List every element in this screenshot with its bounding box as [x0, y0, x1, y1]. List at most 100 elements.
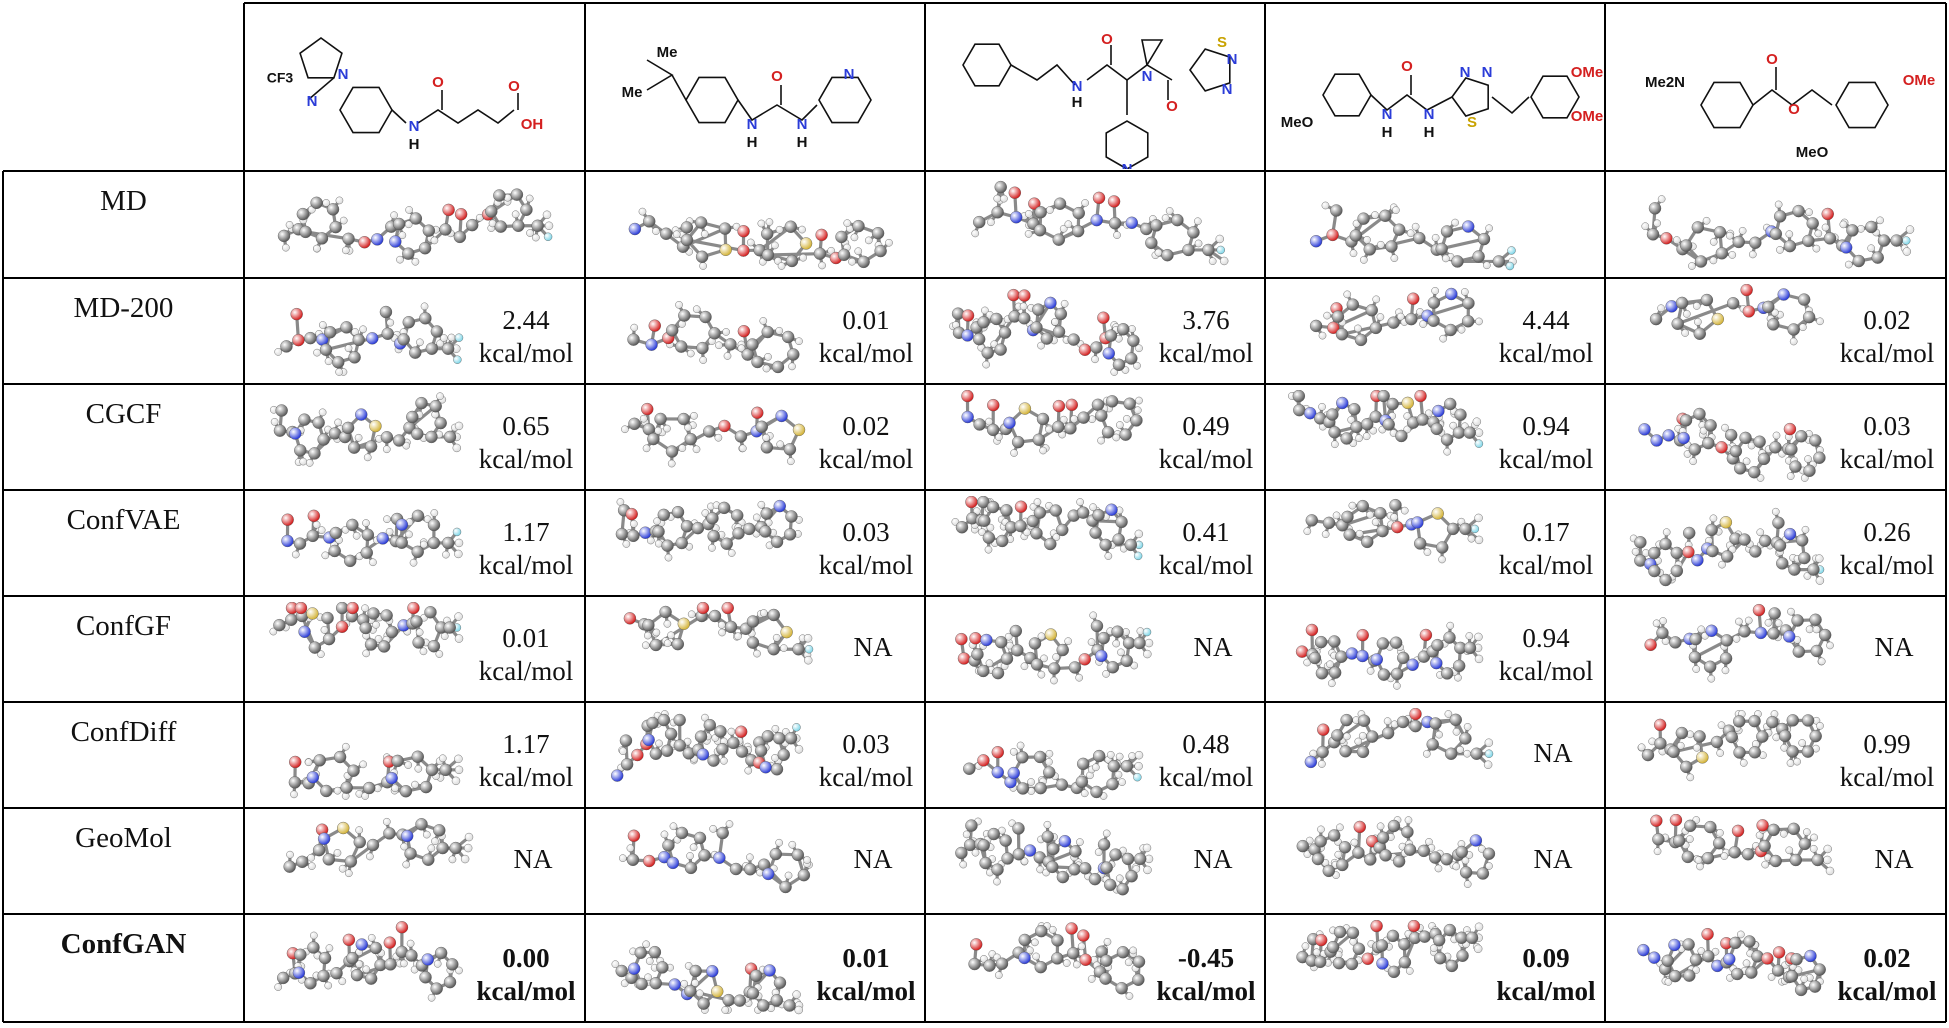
conformer-3d-render	[1637, 927, 1826, 997]
conformer-3d-render	[963, 741, 1144, 800]
atom-label-me1: Me	[657, 44, 678, 61]
energy-number: NA	[513, 844, 553, 874]
energy-number: NA	[1874, 632, 1914, 662]
energy-value: NA	[1513, 737, 1593, 770]
conformer-cell	[1265, 171, 1605, 278]
conformer-3d-render	[277, 188, 554, 266]
energy-unit: kcal/mol	[818, 338, 914, 368]
conformer-3d-render	[955, 611, 1154, 685]
atom-label-h1: H	[747, 134, 758, 151]
atom-label-n: N	[844, 66, 855, 83]
method-cell: CGCF	[3, 384, 244, 490]
atom-label-oh: OH	[521, 116, 544, 133]
conformer-3d-render	[1638, 407, 1826, 482]
energy-number: 0.01	[842, 305, 890, 335]
conformer-cell	[1605, 171, 1946, 278]
atom-label-nh: N	[1072, 78, 1083, 95]
energy-value: NA	[833, 631, 913, 664]
atom-label-n3: N	[1227, 51, 1238, 68]
energy-unit: kcal/mol	[478, 762, 574, 792]
method-label: MD	[100, 185, 147, 217]
conformer-3d-render	[615, 498, 803, 562]
energy-number: 0.03	[842, 517, 890, 547]
method-cell: MD	[3, 171, 244, 278]
energy-number: NA	[853, 844, 893, 874]
atom-label-n1: N	[1460, 64, 1471, 81]
energy-unit: kcal/mol	[1839, 444, 1935, 474]
method-label: ConfDiff	[70, 716, 177, 748]
atom-label-ome2: OMe	[1571, 108, 1603, 125]
energy-number: NA	[1193, 844, 1233, 874]
energy-number: 0.99	[1863, 729, 1911, 759]
conformer-3d-render	[1309, 287, 1483, 347]
energy-number: 2.44	[502, 305, 550, 335]
conformer-3d-render	[1649, 284, 1824, 346]
method-label: GeoMol	[75, 822, 172, 854]
atom-label-h: H	[409, 136, 420, 153]
conformer-cell: NA	[925, 808, 1265, 914]
energy-value: NA	[493, 843, 573, 876]
energy-unit: kcal/mol	[478, 656, 574, 686]
energy-number: 0.02	[1863, 943, 1911, 973]
conformer-3d-render	[288, 742, 464, 800]
conformer-3d-render	[621, 402, 806, 468]
atom-label-s: S	[1467, 114, 1477, 131]
energy-number: 0.01	[502, 623, 550, 653]
atom-label-me2: Me	[622, 84, 643, 101]
atom-label-nh2: N	[797, 116, 808, 133]
energy-number: 0.48	[1182, 729, 1230, 759]
conformer-3d-render	[619, 820, 813, 894]
conformer-3d-render	[627, 301, 803, 374]
atom-label-n2: N	[1122, 161, 1133, 169]
energy-unit: kcal/mol	[478, 338, 574, 368]
conformer-cell: NA	[925, 596, 1265, 702]
method-cell: ConfVAE	[3, 490, 244, 596]
atom-label-meo: MeO	[1796, 144, 1829, 161]
energy-number: 0.03	[842, 729, 890, 759]
conformer-cell: NA	[585, 596, 925, 702]
energy-unit: kcal/mol	[1158, 550, 1254, 580]
atom-label-o2: O	[1166, 98, 1178, 115]
energy-unit: kcal/mol	[1158, 762, 1254, 792]
method-label: ConfGF	[75, 610, 172, 642]
atom-label-n1: N	[307, 93, 318, 110]
energy-number: 0.01	[842, 943, 890, 973]
conformer-3d-render	[949, 288, 1143, 376]
method-cell: ConfGF	[3, 596, 244, 702]
energy-unit: kcal/mol	[1498, 656, 1594, 686]
energy-number: 0.17	[1522, 517, 1570, 547]
cf3-group: CF3	[267, 70, 294, 86]
energy-unit: kcal/mol	[476, 976, 576, 1006]
conformer-3d-render	[283, 817, 474, 878]
conformer-3d-render	[610, 710, 804, 782]
atom-label-n4: N	[1222, 81, 1233, 98]
